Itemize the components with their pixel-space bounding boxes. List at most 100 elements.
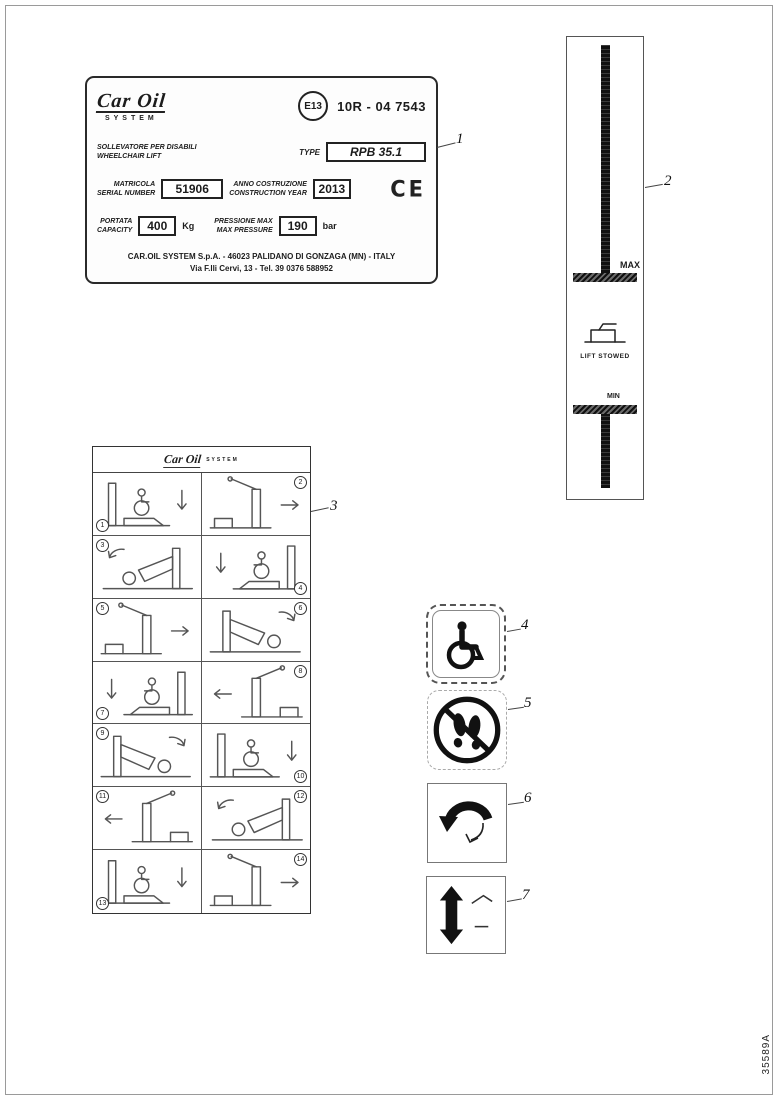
lift-stowed-icon <box>583 319 627 350</box>
callout-4: 4 <box>521 617 529 633</box>
callout-7: 7 <box>522 887 530 903</box>
pressure-unit: bar <box>322 221 337 231</box>
document-code: 35589A <box>761 1033 772 1074</box>
callout-2: 2 <box>664 173 672 189</box>
step-number-badge: 7 <box>96 707 109 721</box>
type-label: TYPE <box>299 147 320 157</box>
e-mark-text: E13 <box>304 100 322 112</box>
instruction-cell: 3 <box>93 535 202 599</box>
step-number-badge: 14 <box>294 853 307 867</box>
ce-mark-icon: CE <box>390 176 426 202</box>
panel-brand-sub: SYSTEM <box>206 456 239 463</box>
instruction-cell: 4 <box>201 535 310 599</box>
lift-stowed-label: LIFT STOWED <box>580 353 630 360</box>
pictogram-step-7 <box>106 671 193 715</box>
callout-leader-1 <box>436 142 456 148</box>
pictogram-step-6 <box>209 610 301 653</box>
step-number-badge: 4 <box>294 581 307 595</box>
product-name-en: WHEELCHAIR LIFT <box>97 153 162 160</box>
step-number-badge: 1 <box>96 518 109 532</box>
pictogram-step-3 <box>102 547 193 590</box>
step-number-badge: 9 <box>96 727 109 741</box>
pictogram-step-4 <box>215 545 303 590</box>
address-line-2: Via F.lli Cervi, 13 - Tel. 39 0376 58895… <box>190 264 333 273</box>
caroil-logo: Car Oil SYSTEM <box>95 89 167 122</box>
year-label: ANNO COSTRUZIONE CONSTRUCTION YEAR <box>229 180 307 197</box>
e-mark-icon: E13 <box>298 91 329 121</box>
capacity-row: PORTATA CAPACITY 400 Kg PRESSIONE MAX MA… <box>97 216 426 236</box>
level-strip-label: MAX LIFT STOWED MIN <box>566 36 644 500</box>
homologation-group: E13 10R - 04 7543 <box>298 91 426 121</box>
instruction-cell: 9 <box>93 724 202 788</box>
step-number-badge: 13 <box>96 897 109 910</box>
data-plate-label: Car Oil SYSTEM E13 10R - 04 7543 SOLLEVA… <box>85 76 438 284</box>
instruction-cell: 7 <box>93 661 202 725</box>
year-value: 2013 <box>312 179 351 199</box>
instruction-cell: 14 <box>201 850 310 913</box>
pressure-value: 190 <box>278 216 317 236</box>
step-number-badge: 6 <box>294 601 307 615</box>
callout-leader-3 <box>310 507 329 512</box>
level-bar-lower <box>601 414 610 488</box>
pictogram-step-12 <box>211 798 303 841</box>
instruction-cell: 2 <box>201 473 310 536</box>
pictogram-step-8 <box>213 664 303 718</box>
callout-5: 5 <box>524 695 532 711</box>
callout-leader-6 <box>507 801 524 805</box>
product-name-it: SOLLEVATORE PER DISABILI <box>97 143 197 151</box>
pictogram-step-10 <box>209 733 297 778</box>
callout-3: 3 <box>330 498 338 514</box>
min-label: MIN <box>607 393 620 400</box>
plate-header: Car Oil SYSTEM E13 10R - 04 7543 <box>95 85 426 127</box>
max-level-bar <box>573 273 637 282</box>
type-row: SOLLEVATORE PER DISABILI WHEELCHAIR LIFT… <box>97 142 426 162</box>
up-down-symbol-label <box>426 876 506 954</box>
manufacturer-address: CAR.OIL SYSTEM S.p.A. - 46023 PALIDANO D… <box>97 251 426 275</box>
instruction-panel-header: Car Oil SYSTEM <box>93 447 310 473</box>
instruction-cell: 5 <box>93 598 202 662</box>
instruction-cell: 1 <box>93 473 202 536</box>
pictogram-step-11 <box>104 790 193 843</box>
step-number-badge: 2 <box>294 476 307 489</box>
callout-1: 1 <box>456 131 464 147</box>
callout-leader-4 <box>506 628 521 632</box>
step-number-badge: 11 <box>96 790 109 804</box>
pictogram-step-14 <box>209 853 299 907</box>
callout-leader-5 <box>507 706 524 710</box>
serial-value: 51906 <box>161 179 224 199</box>
callout-leader-2 <box>644 183 663 188</box>
instruction-cell: 8 <box>201 661 310 725</box>
pictogram-step-9 <box>100 736 191 778</box>
pictogram-step-2 <box>209 476 299 529</box>
step-number-badge: 8 <box>294 664 307 678</box>
no-standing-symbol-label <box>427 690 507 770</box>
callout-6: 6 <box>524 790 532 806</box>
instruction-cell: 10 <box>201 724 310 788</box>
pressure-label: PRESSIONE MAX MAX PRESSURE <box>214 217 273 234</box>
approval-number: 10R - 04 7543 <box>337 98 426 114</box>
instruction-cell: 6 <box>201 598 310 662</box>
max-label: MAX <box>620 260 640 270</box>
callout-leader-7 <box>506 898 522 902</box>
wheelchair-icon <box>446 621 485 670</box>
pictogram-step-1 <box>100 482 187 527</box>
instruction-cell: 11 <box>93 787 202 851</box>
instruction-cell: 13 <box>93 850 202 913</box>
step-number-badge: 10 <box>294 770 307 784</box>
pictogram-step-13 <box>100 860 187 905</box>
type-value: RPB 35.1 <box>326 142 426 162</box>
capacity-value: 400 <box>138 216 177 236</box>
capacity-unit: Kg <box>182 221 195 231</box>
product-name: SOLLEVATORE PER DISABILI WHEELCHAIR LIFT <box>97 143 197 161</box>
address-line-1: CAR.OIL SYSTEM S.p.A. - 46023 PALIDANO D… <box>127 252 396 261</box>
pictogram-step-5 <box>100 602 189 655</box>
brand-name: Car Oil <box>95 89 167 113</box>
serial-label: MATRICOLA SERIAL NUMBER <box>97 180 156 197</box>
level-bar-upper <box>601 45 610 273</box>
step-number-badge: 3 <box>96 538 109 552</box>
up-down-arrow-icon <box>439 885 493 945</box>
serial-row: MATRICOLA SERIAL NUMBER 51906 ANNO COSTR… <box>97 176 426 202</box>
instruction-cell: 12 <box>201 787 310 851</box>
